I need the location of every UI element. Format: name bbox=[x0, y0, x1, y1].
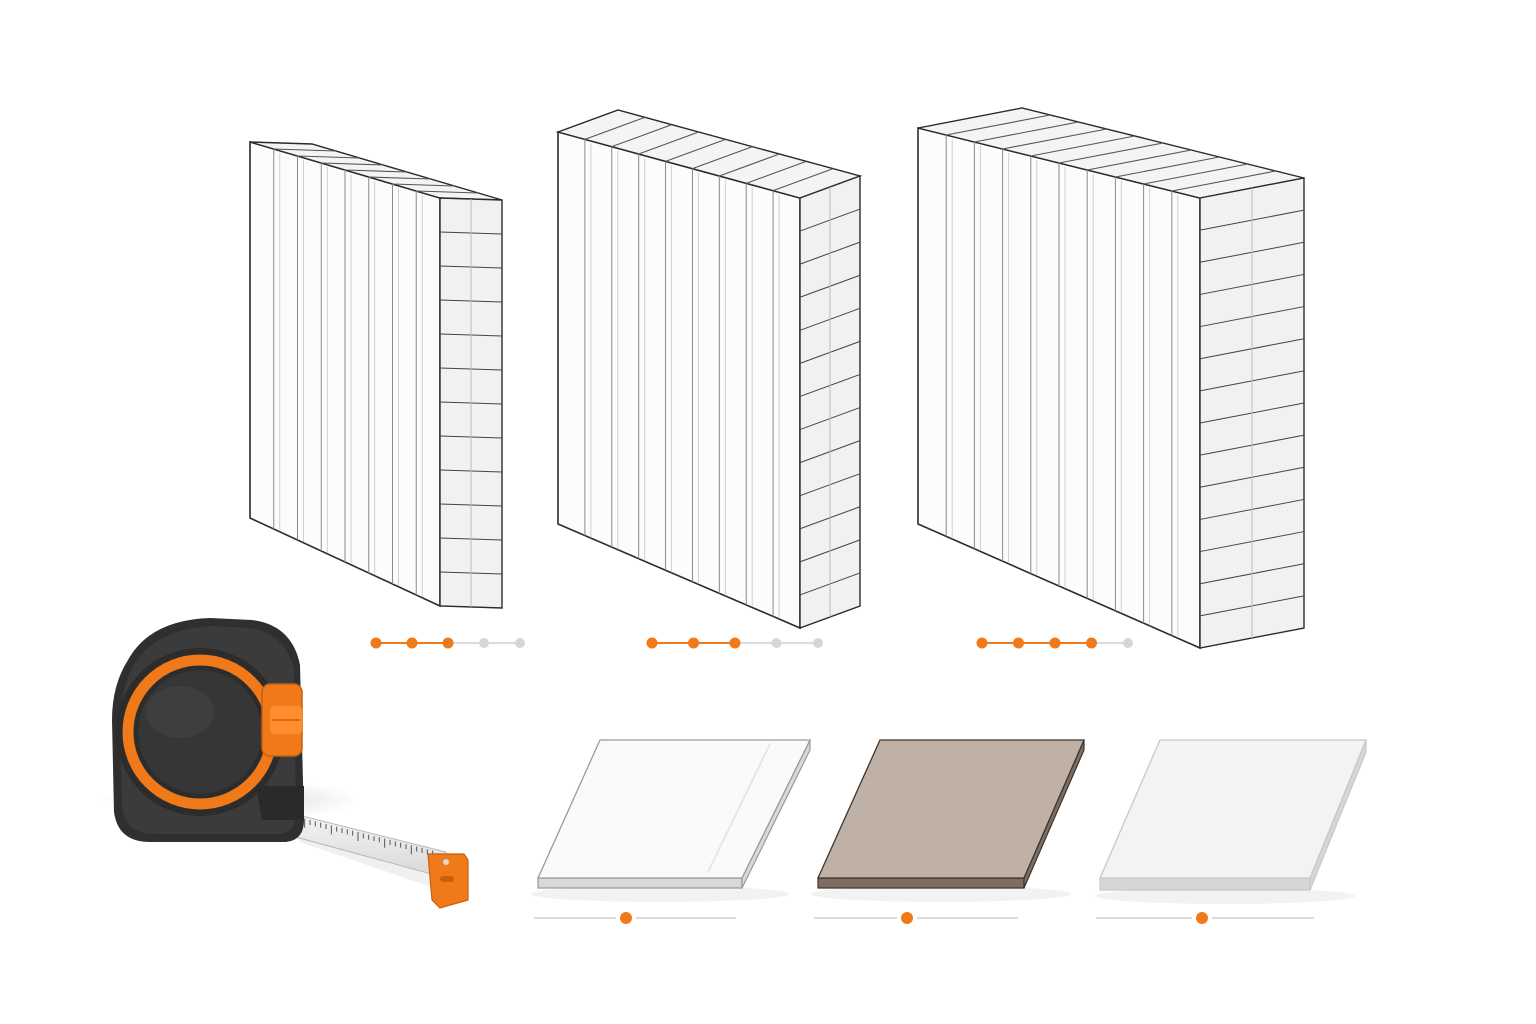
panel-cell-wall bbox=[772, 168, 834, 192]
panel-cell-wall bbox=[974, 121, 1079, 143]
sheet-top-face bbox=[816, 739, 1085, 879]
selector-dot bbox=[813, 638, 823, 648]
panel-cell-wall bbox=[392, 183, 455, 187]
panel-cell-wall bbox=[1171, 170, 1276, 192]
sheet-selector-dot bbox=[1196, 912, 1208, 924]
clear-sheet[interactable] bbox=[530, 739, 812, 902]
sheet-front-edge bbox=[537, 877, 743, 889]
panel-cell-wall bbox=[1002, 128, 1107, 150]
panel-front-face bbox=[557, 130, 801, 630]
sheet-top-face bbox=[1099, 739, 1367, 879]
panel-cell-wall bbox=[297, 155, 360, 159]
sheet-front-edge bbox=[817, 877, 1025, 889]
selector-dot bbox=[1086, 637, 1097, 649]
selector-dot bbox=[442, 637, 454, 649]
sheet-selector-dot bbox=[901, 912, 913, 924]
triple-wall-panel[interactable] bbox=[555, 109, 863, 630]
panel-cell-wall bbox=[1143, 163, 1248, 185]
panel-cell-wall bbox=[1115, 156, 1220, 178]
panel-cell-wall bbox=[665, 138, 726, 162]
sheet-selector-clear[interactable] bbox=[534, 912, 736, 924]
twin-wall-panel[interactable] bbox=[249, 140, 503, 609]
selector-dot bbox=[729, 637, 741, 649]
tape-measure-body bbox=[112, 618, 304, 842]
selector-dot bbox=[515, 638, 525, 648]
selector-dot bbox=[976, 637, 988, 649]
sheet-top-face bbox=[536, 739, 812, 879]
panel-cell-wall bbox=[321, 162, 384, 166]
thickness-selector-multi-wall[interactable] bbox=[976, 637, 1134, 649]
selector-dot bbox=[1049, 637, 1061, 649]
selector-dot bbox=[688, 637, 699, 649]
sheet-reflection bbox=[707, 743, 771, 873]
panel-cell-wall bbox=[344, 169, 408, 173]
sheet-front-edge bbox=[1099, 877, 1311, 891]
sheet-shadow bbox=[1095, 888, 1355, 904]
panel-cell-wall bbox=[273, 148, 336, 152]
panel-cell-wall bbox=[1030, 135, 1135, 157]
panel-cell-wall bbox=[692, 146, 753, 170]
panel-cell-wall bbox=[719, 153, 780, 177]
selector-dot bbox=[1123, 638, 1133, 648]
panel-cell-wall bbox=[746, 160, 807, 184]
thickness-selector-twin-wall[interactable] bbox=[370, 637, 526, 649]
panel-cell-wall bbox=[1058, 142, 1164, 164]
selector-dot bbox=[370, 637, 382, 649]
opal-sheet[interactable] bbox=[1095, 739, 1367, 904]
panel-cell-wall bbox=[946, 114, 1051, 136]
sheet-shadow bbox=[530, 886, 790, 902]
tape-hook bbox=[427, 853, 469, 909]
sheet-shadow bbox=[811, 886, 1071, 902]
selector-dot bbox=[771, 638, 782, 648]
selector-dot bbox=[479, 638, 489, 648]
sheet-selector-opal[interactable] bbox=[1096, 912, 1314, 924]
panel-cell-wall bbox=[368, 176, 431, 180]
sheet-selector-bronze[interactable] bbox=[814, 912, 1018, 924]
panel-cell-wall bbox=[1087, 149, 1192, 171]
panel-cell-wall bbox=[611, 124, 672, 148]
sheet-selector-dot bbox=[620, 912, 632, 924]
panel-cell-wall bbox=[416, 190, 479, 194]
selector-dot bbox=[406, 637, 418, 649]
tape-measure-icon bbox=[100, 618, 469, 909]
panel-cell-wall bbox=[638, 131, 699, 155]
thickness-selector-triple-wall[interactable] bbox=[646, 637, 824, 649]
bronze-sheet[interactable] bbox=[811, 739, 1085, 902]
multi-wall-panel[interactable] bbox=[917, 107, 1305, 650]
panel-cell-wall bbox=[584, 116, 646, 140]
tape-lock-button bbox=[261, 683, 303, 757]
selector-dot bbox=[646, 637, 658, 649]
selector-dot bbox=[1013, 637, 1024, 649]
